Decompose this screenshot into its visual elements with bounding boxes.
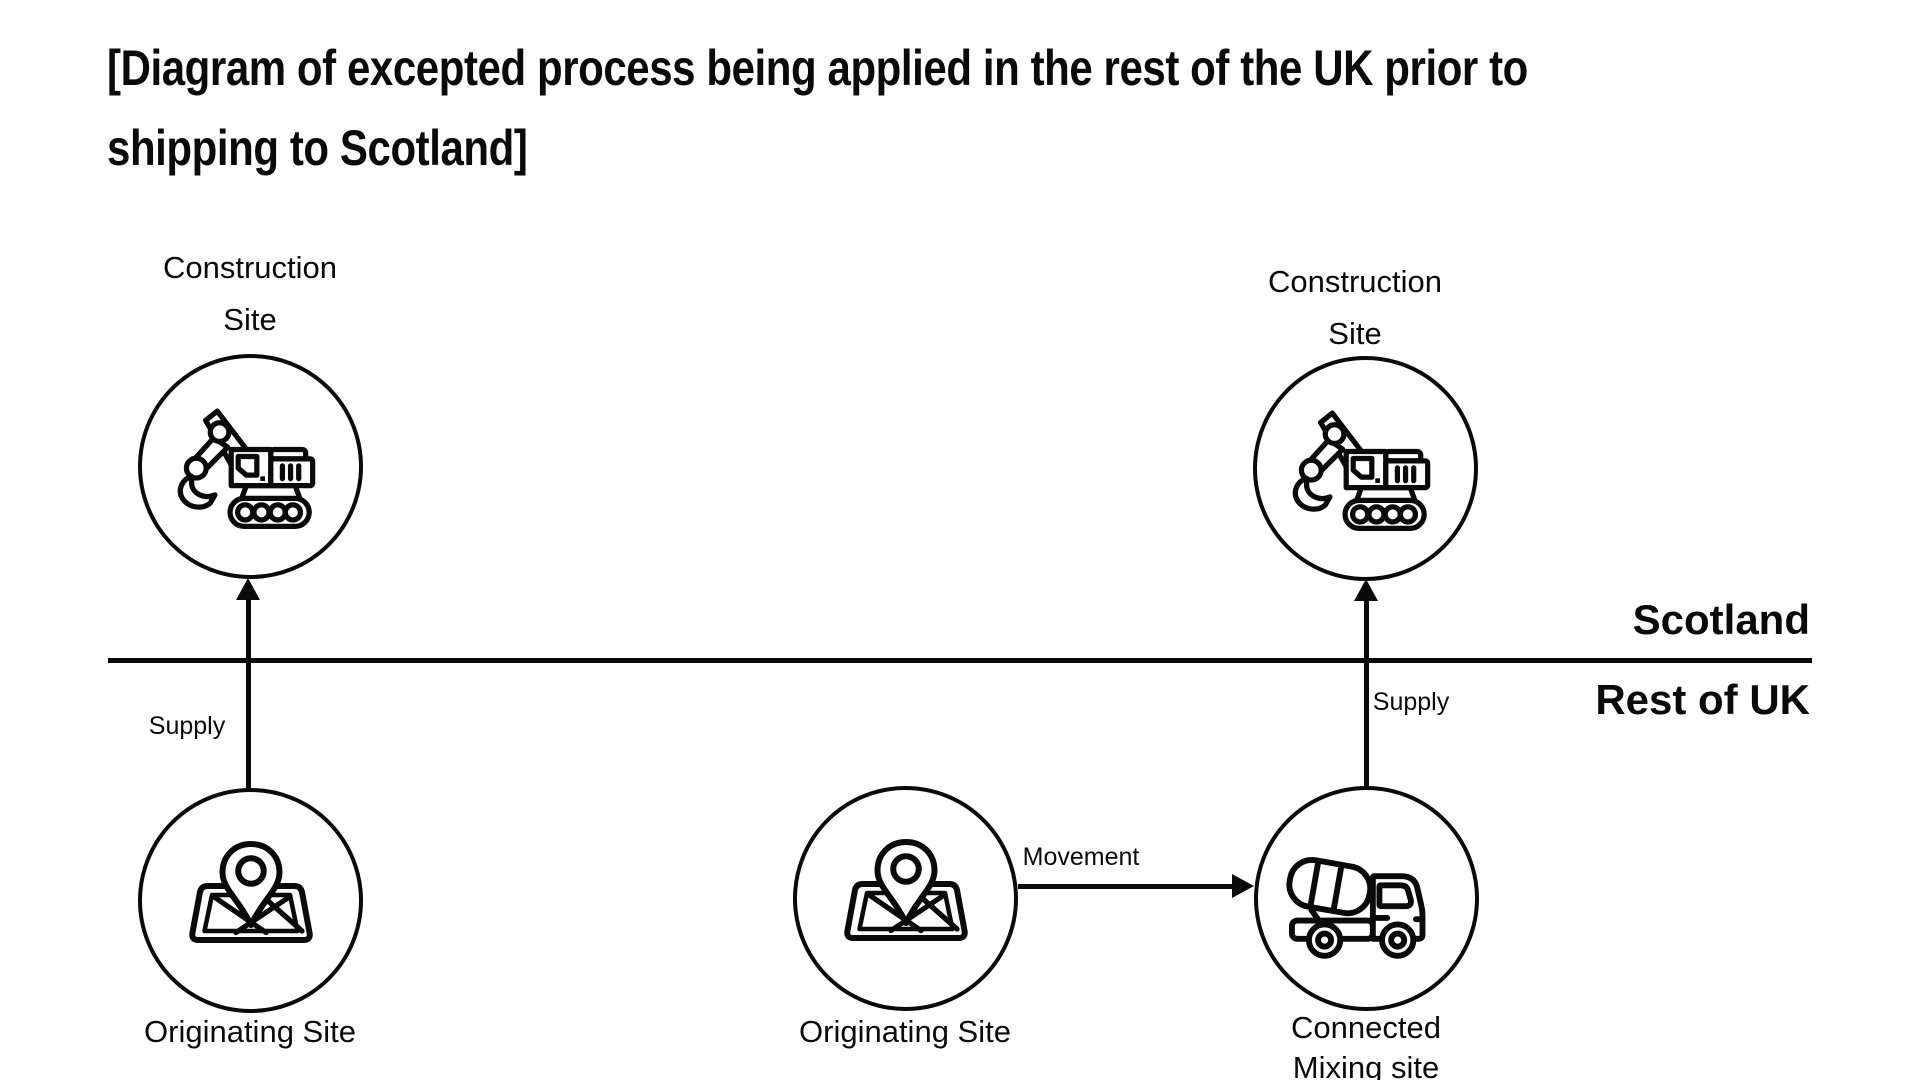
map-location-icon <box>843 838 968 941</box>
connected-mixing-site-label: Connected Mixing site <box>1291 1010 1441 1080</box>
movement-arrow <box>1018 884 1234 889</box>
excavator-icon <box>1292 410 1430 531</box>
mixer-truck-icon <box>1285 856 1425 959</box>
movement-label: Movement <box>1022 843 1140 871</box>
supply-right-label: Supply <box>1372 688 1450 716</box>
originating-site-mid-label: Originating Site <box>799 1014 1011 1049</box>
movement-arrow-head <box>1232 874 1254 898</box>
excavator-icon <box>177 408 315 529</box>
supply-arrow-left <box>246 598 251 788</box>
supply-arrow-right-head <box>1354 579 1378 601</box>
scotland-uk-divider-line <box>108 658 1812 663</box>
construction-site-right-circle <box>1253 356 1478 581</box>
supply-left-label: Supply <box>148 712 226 740</box>
construction-site-right-label: Construction Site <box>1267 264 1443 351</box>
page-title-line2: shipping to Scotland] <box>107 120 528 176</box>
originating-site-mid-circle <box>793 786 1018 1011</box>
page-title-line1: [Diagram of excepted process being appli… <box>107 40 1528 96</box>
construction-site-left-label: Construction Site <box>162 250 338 337</box>
supply-arrow-right <box>1364 599 1369 788</box>
connected-mixing-site-circle <box>1254 786 1479 1011</box>
construction-site-left-circle <box>138 354 363 579</box>
region-label-scotland: Scotland <box>1632 596 1810 643</box>
supply-arrow-left-head <box>236 578 260 600</box>
region-label-rest-of-uk: Rest of UK <box>1595 676 1810 723</box>
map-location-icon <box>188 840 313 943</box>
originating-site-left-circle <box>138 788 363 1013</box>
page-title: [Diagram of excepted process being appli… <box>107 28 1528 188</box>
originating-site-left-label: Originating Site <box>144 1014 356 1049</box>
